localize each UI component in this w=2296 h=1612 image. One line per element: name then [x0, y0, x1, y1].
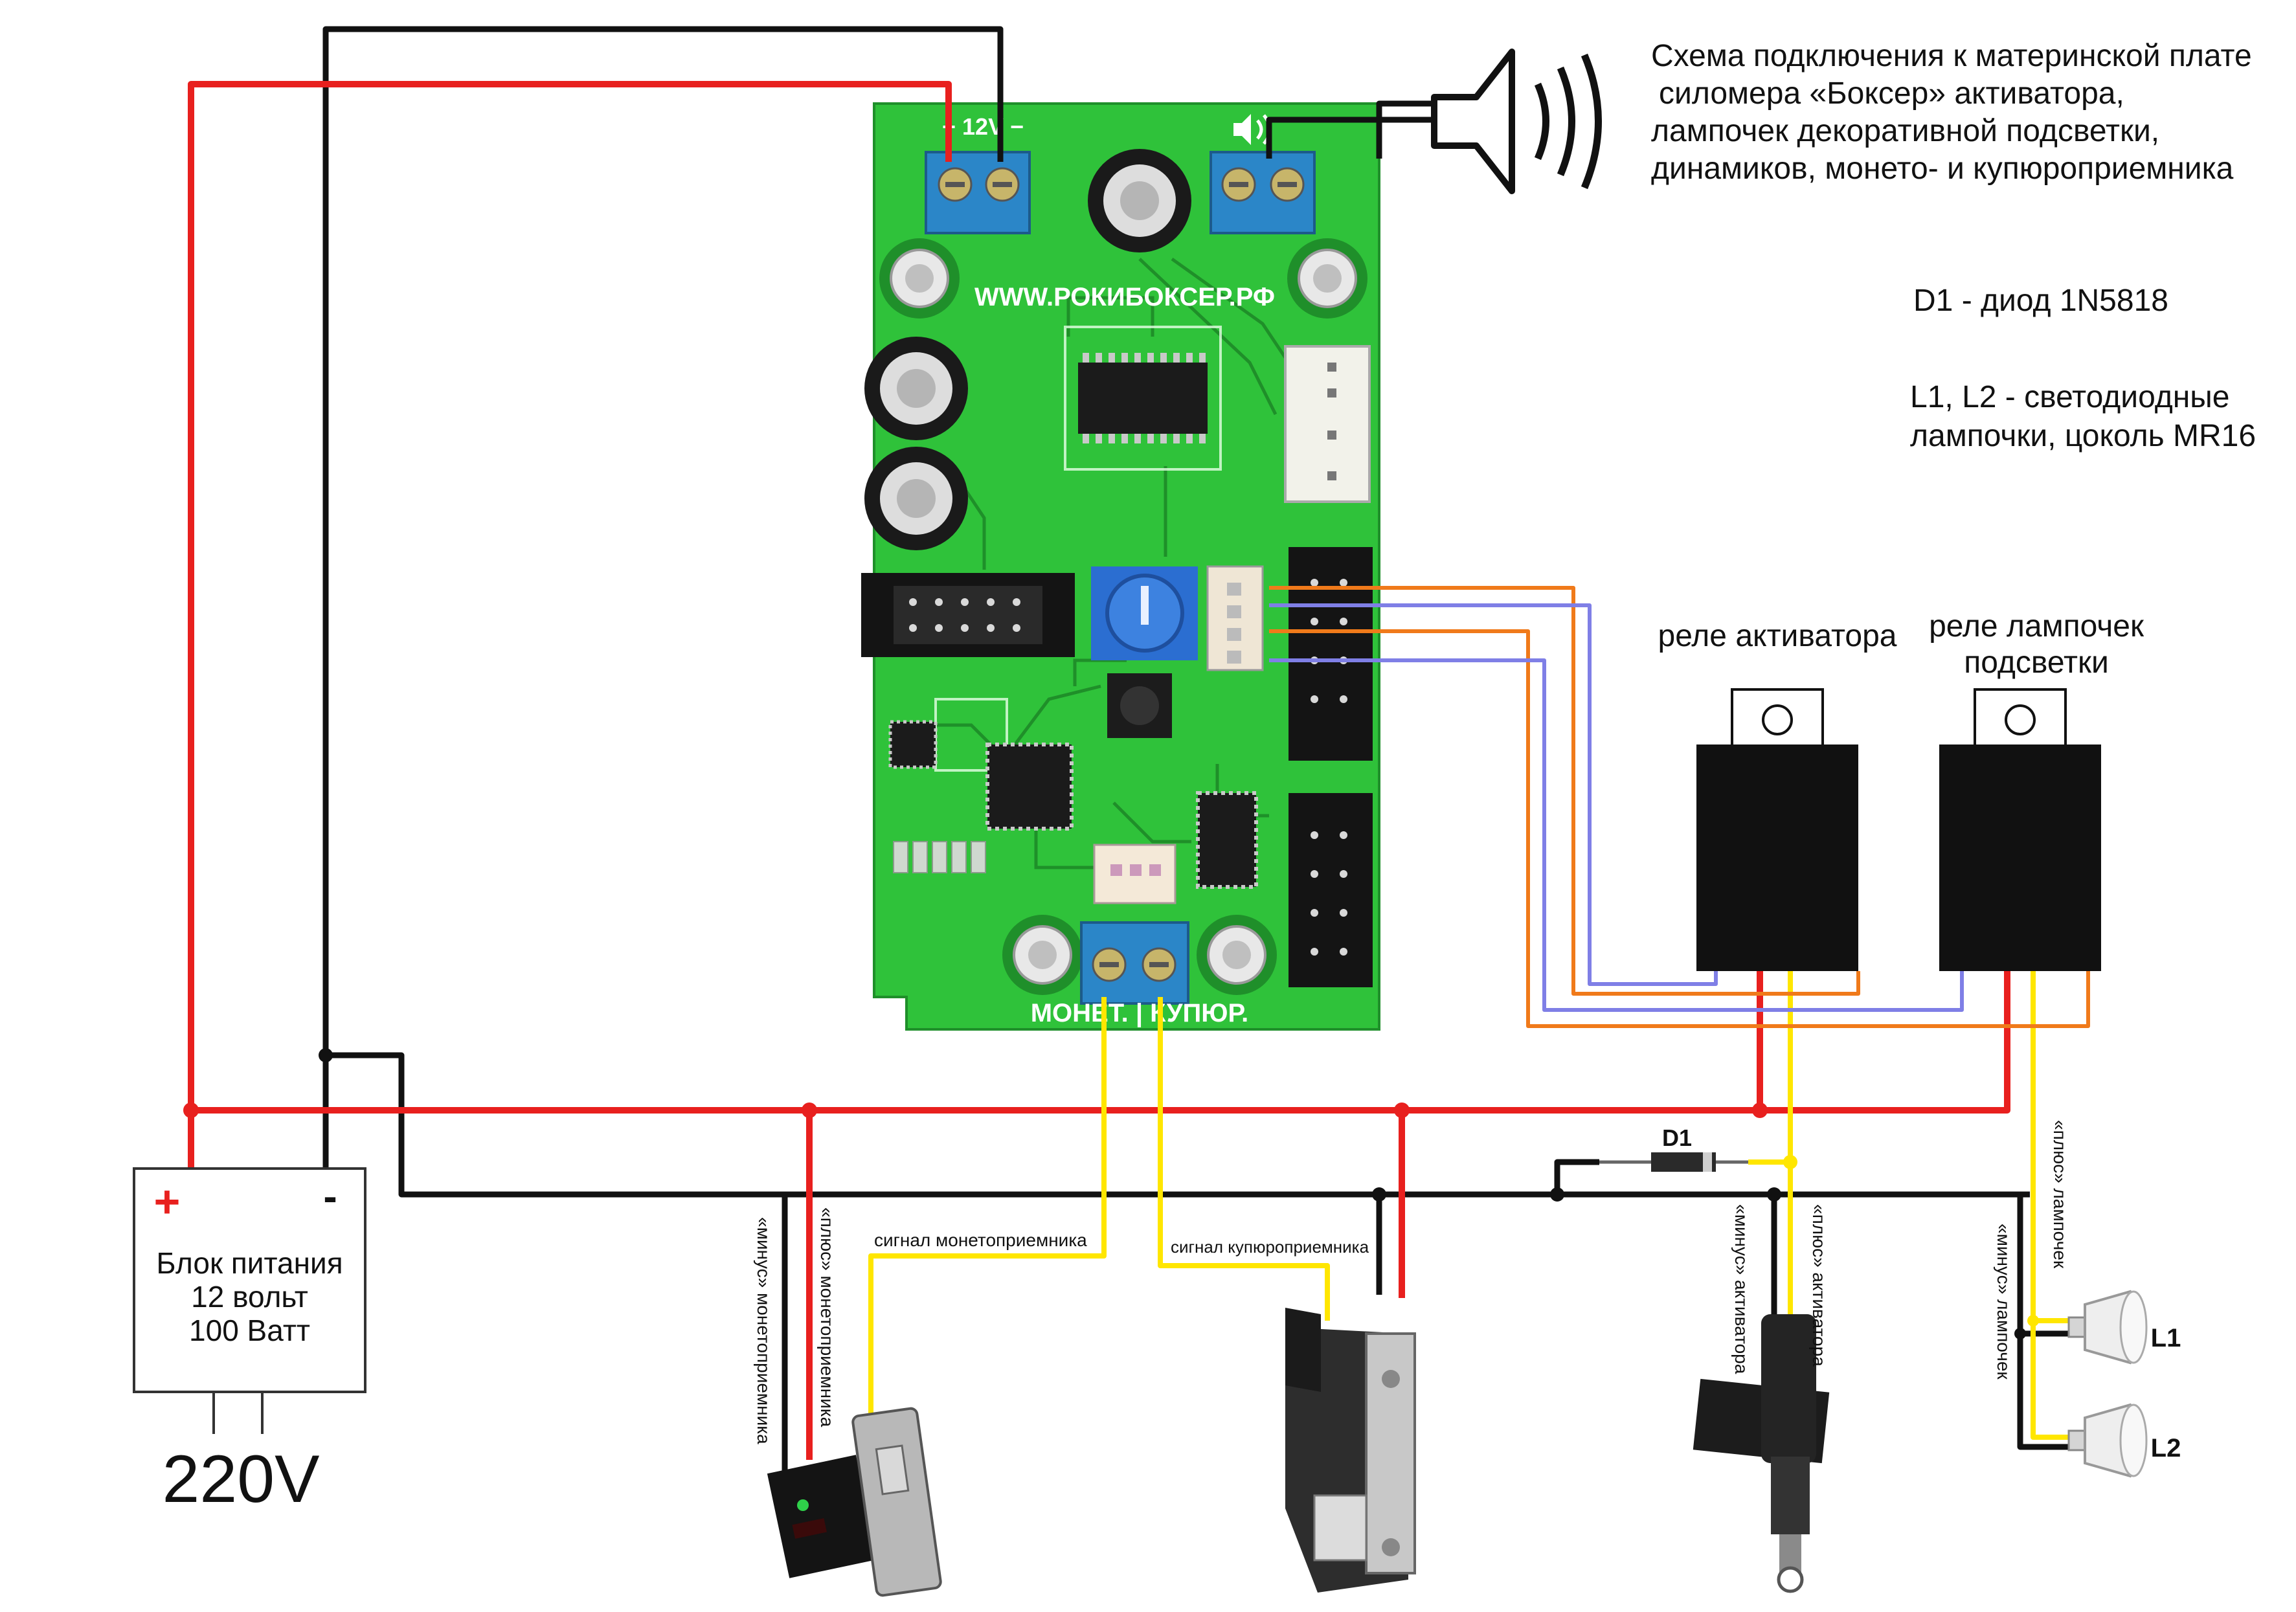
relay-activator: [1696, 688, 1858, 971]
title-line-4: динамиков, монето- и купюроприемника: [1651, 151, 2234, 186]
activator-solenoid: [1693, 1314, 1830, 1593]
driver-chip: [1196, 791, 1258, 889]
potentiometer: [1091, 566, 1198, 660]
diode-d1: [1599, 1152, 1748, 1172]
psu-plus: +: [154, 1176, 181, 1227]
relay-activator-label: реле активатора: [1658, 619, 1897, 653]
board-website: WWW.РОКИБОКСЕР.РФ: [974, 283, 1275, 311]
board-bottom-label: МОНЕТ. | КУПЮР.: [1031, 999, 1249, 1027]
idc-header-left: [861, 573, 1075, 657]
note-lamps-line1: L1, L2 - светодиодные: [1910, 380, 2230, 414]
signal-wires: [868, 971, 2075, 1440]
psu-line-2: 12 вольт: [191, 1280, 308, 1314]
coin-acceptor: [767, 1407, 942, 1597]
note-lamps-line2: лампочки, цоколь MR16: [1910, 419, 2257, 453]
psu-line-3: 100 Ватт: [189, 1314, 310, 1347]
connector-4pin: [1206, 565, 1264, 671]
power-supply: + - 220V: [133, 1167, 366, 1517]
small-chip: [888, 720, 938, 769]
lamp-l2-label: L2: [2151, 1434, 2181, 1462]
label-coin-plus: «плюс» монетоприемника: [817, 1207, 837, 1427]
label-lamp-minus: «минус» лампочек: [1994, 1224, 2014, 1380]
capacitor-top: [1088, 149, 1191, 252]
idc-header-right-lower: [1289, 793, 1373, 987]
capacitor-left-2: [864, 447, 968, 550]
psu-label: Блок питания 12 вольт 100 Ватт: [134, 1246, 365, 1347]
terminal-power: [925, 151, 1031, 234]
relay-control-wires: [1269, 586, 2090, 1028]
speaker-icon: [1431, 49, 1602, 194]
terminal-coin-bill: [1080, 921, 1189, 1005]
label-act-plus: «плюс» активатора: [1809, 1204, 1829, 1367]
relay-lamps: [1939, 688, 2101, 971]
lamp-l1-label: L1: [2151, 1324, 2181, 1352]
label-coin-minus: «минус» монетоприемника: [754, 1217, 774, 1444]
motherboard: + 12V − WWW.РОКИБОКСЕР.РФ МОНЕТ. | КУПЮР…: [861, 102, 1380, 1031]
junction-dots: [183, 1048, 2039, 1339]
label-coin-signal: сигнал монетоприемника: [874, 1230, 1087, 1250]
microcontroller: [985, 743, 1074, 831]
label-act-minus: «минус» активатора: [1731, 1204, 1751, 1374]
relay-lamps-label-line1: реле лампочек: [1929, 609, 2144, 644]
label-bill-signal: сигнал купюроприемника: [1171, 1237, 1369, 1257]
capacitor-left-1: [864, 337, 968, 440]
test-pads: [893, 841, 986, 873]
relay-lamps-label-line2: подсветки: [1964, 645, 2109, 680]
lamp-l2: [2067, 1403, 2148, 1478]
title-line-1: Схема подключения к материнской плате: [1651, 39, 2252, 73]
amplifier-chip: [1078, 353, 1208, 443]
idc-header-right-upper: [1289, 547, 1373, 761]
label-lamp-plus: «плюс» лампочек: [2050, 1120, 2070, 1269]
positive-wires: [188, 81, 2010, 1460]
psu-minus: -: [323, 1173, 337, 1220]
board-power-label: + 12V −: [942, 113, 1024, 140]
terminal-speaker: [1210, 151, 1316, 234]
mounting-holes: [879, 238, 1367, 995]
note-diode: D1 - диод 1N5818: [1913, 284, 2168, 318]
push-button: [1107, 673, 1172, 738]
diagram-title: Схема подключения к материнской плате си…: [1651, 38, 2252, 188]
label-diode: D1: [1662, 1125, 1692, 1151]
bill-acceptor: [1285, 1308, 1416, 1593]
ground-wires: [322, 26, 2082, 1473]
connector-3pin: [1093, 844, 1176, 904]
connector-white-right: [1284, 345, 1371, 503]
title-line-2: силомера «Боксер» активатора,: [1659, 76, 2124, 111]
mains-voltage: 220V: [163, 1442, 320, 1517]
lamp-l1: [2067, 1290, 2148, 1365]
psu-line-1: Блок питания: [156, 1246, 343, 1280]
title-line-3: лампочек декоративной подсветки,: [1651, 114, 2160, 148]
